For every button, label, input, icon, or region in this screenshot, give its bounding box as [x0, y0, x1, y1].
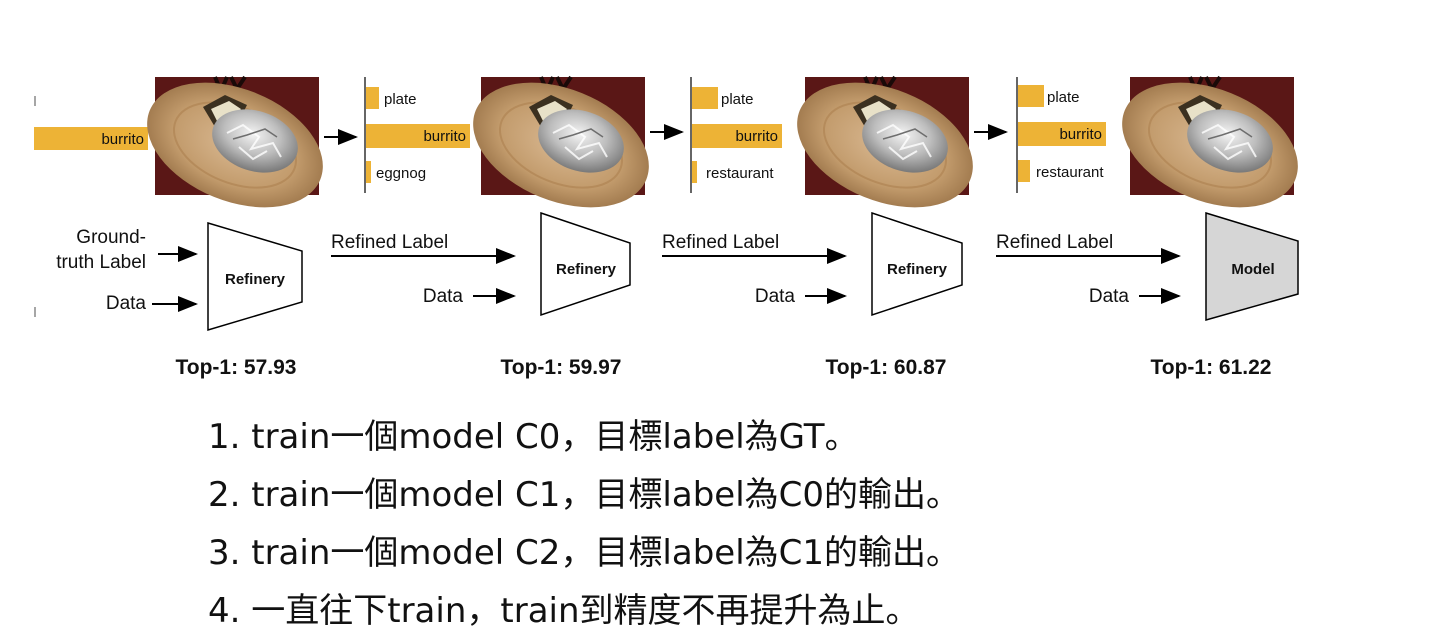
- label-bars-2: plate burrito restaurant: [690, 77, 782, 193]
- bar-burrito: [1018, 122, 1106, 146]
- burrito-photo-1: [126, 56, 344, 234]
- refinery-diagram: burrito plate burrito eggnog plate burri…: [34, 56, 1319, 379]
- bar-plate: [1018, 85, 1044, 107]
- top1-score-4: Top-1: 61.22: [1151, 356, 1272, 379]
- bar-restaurant: [692, 161, 697, 183]
- gt-label-line1: Ground-: [76, 227, 146, 248]
- bar-label-burrito: burrito: [423, 128, 466, 145]
- step-item: 3. train一個model C2，目標label為C1的輸出。: [208, 533, 961, 573]
- data-label-3: Data: [1089, 286, 1130, 307]
- bar-plate: [366, 87, 379, 109]
- bar-label-restaurant: restaurant: [706, 165, 774, 182]
- bar-restaurant: [1018, 160, 1030, 182]
- refinery-box-1: [207, 221, 303, 332]
- bar-label-eggnog: eggnog: [376, 165, 426, 182]
- step-item: 2. train一個model C1，目標label為C0的輸出。: [208, 475, 961, 515]
- refined-label-1: Refined Label: [331, 232, 448, 253]
- bar-label-plate: plate: [721, 91, 754, 108]
- bar-burrito: [692, 124, 782, 148]
- burrito-photo-4: [1101, 56, 1319, 234]
- refinery-box-label: Refinery: [556, 261, 617, 278]
- bar-label-plate: plate: [1047, 89, 1080, 106]
- gt-bar-burrito: [34, 127, 148, 150]
- data-label-2: Data: [755, 286, 796, 307]
- model-box: [1205, 211, 1299, 321]
- top1-score-2: Top-1: 59.97: [501, 356, 622, 379]
- refined-label-2: Refined Label: [662, 232, 779, 253]
- refinery-box-3: [871, 211, 963, 317]
- refinery-box-label: Refinery: [225, 271, 286, 288]
- label-bars-1: plate burrito eggnog: [364, 77, 470, 193]
- data-label-1: Data: [423, 286, 464, 307]
- bar-eggnog: [366, 161, 371, 183]
- burrito-photo-3: [776, 56, 994, 234]
- gt-label-line2: truth Label: [56, 252, 146, 273]
- steps-list: 1. train一個model C0，目標label為GT。 2. train一…: [208, 408, 1208, 640]
- bar-label-burrito: burrito: [735, 128, 778, 145]
- model-box-label: Model: [1231, 261, 1274, 278]
- bar-burrito: [366, 124, 470, 148]
- refinery-box-label: Refinery: [887, 261, 948, 278]
- top1-score-3: Top-1: 60.87: [826, 356, 947, 379]
- burrito-photo-2: [452, 56, 670, 234]
- bar-label-plate: plate: [384, 91, 417, 108]
- step-item: 4. 一直往下train，train到精度不再提升為止。: [208, 591, 920, 631]
- bar-plate: [692, 87, 718, 109]
- bar-label-burrito: burrito: [1059, 126, 1102, 143]
- data-label-in: Data: [106, 293, 147, 314]
- label-bars-3: plate burrito restaurant: [1016, 77, 1106, 193]
- top1-score-1: Top-1: 57.93: [176, 356, 297, 379]
- bar-label-restaurant: restaurant: [1036, 164, 1104, 181]
- refined-label-3: Refined Label: [996, 232, 1113, 253]
- gt-bar-label: burrito: [101, 131, 144, 148]
- refinery-box-2: [540, 211, 631, 317]
- step-item: 1. train一個model C0，目標label為GT。: [208, 417, 859, 457]
